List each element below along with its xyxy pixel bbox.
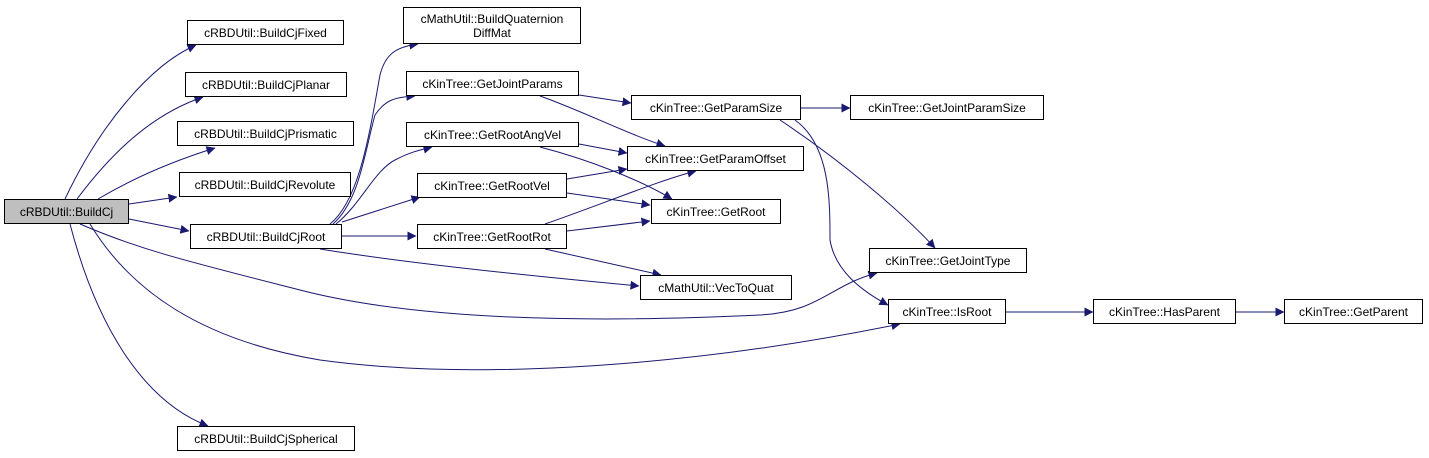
node-get-joint-params[interactable]: cKinTree::GetJointParams: [406, 71, 579, 96]
edge-get-root-vel-to-get-param-offset: [566, 165, 628, 180]
edge-build-cj-to-get-joint-type: [79, 223, 878, 320]
edge-get-root-vel-to-get-root: [566, 192, 651, 209]
node-build-cj-planar[interactable]: cRBDUtil::BuildCjPlanar: [185, 72, 347, 97]
node-get-joint-type[interactable]: cKinTree::GetJointType: [869, 248, 1027, 273]
node-get-joint-param-size[interactable]: cKinTree::GetJointParamSize: [850, 95, 1044, 120]
node-get-root-ang-vel[interactable]: cKinTree::GetRootAngVel: [406, 122, 579, 147]
node-is-root[interactable]: cKinTree::IsRoot: [888, 299, 1006, 324]
edge-get-root-ang-vel-to-get-param-offset: [578, 143, 628, 156]
node-get-root[interactable]: cKinTree::GetRoot: [651, 199, 781, 224]
node-build-cj: cRBDUtil::BuildCj: [4, 199, 129, 224]
node-get-param-offset[interactable]: cKinTree::GetParamOffset: [627, 146, 804, 171]
edge-build-cj-root-to-build-quaternion-diff-mat: [329, 40, 419, 225]
edge-build-cj-root-to-get-root-vel: [341, 195, 421, 223]
edge-get-root-rot-to-get-root: [566, 217, 651, 232]
edge-build-cj-to-build-cj-planar: [76, 95, 204, 200]
edge-build-cj-root-to-get-joint-params: [332, 91, 416, 225]
edge-get-root-rot-to-get-param-offset: [544, 168, 697, 225]
edge-build-cj-to-build-cj-root: [128, 218, 190, 234]
node-build-cj-revolute[interactable]: cRBDUtil::BuildCjRevolute: [179, 172, 351, 197]
edge-build-cj-to-build-cj-prismatic: [97, 146, 216, 200]
node-get-root-vel[interactable]: cKinTree::GetRootVel: [417, 173, 567, 198]
node-build-quaternion-diff-mat[interactable]: cMathUtil::BuildQuaternion DiffMat: [403, 7, 581, 44]
edge-build-cj-to-build-cj-spherical: [69, 223, 209, 428]
node-build-cj-prismatic[interactable]: cRBDUtil::BuildCjPrismatic: [177, 121, 354, 146]
edge-get-root-ang-vel-to-get-root: [539, 146, 673, 200]
edge-get-param-size-to-get-joint-type: [779, 119, 936, 249]
node-build-cj-spherical[interactable]: cRBDUtil::BuildCjSpherical: [177, 426, 355, 451]
edge-get-joint-params-to-get-param-offset: [539, 95, 666, 148]
edge-build-cj-root-to-vec-to-quat: [319, 248, 640, 290]
edge-get-joint-params-to-get-param-size: [578, 94, 632, 107]
node-get-root-rot[interactable]: cKinTree::GetRootRot: [417, 224, 567, 249]
node-build-cj-fixed[interactable]: cRBDUtil::BuildCjFixed: [187, 20, 344, 45]
node-build-cj-root[interactable]: cRBDUtil::BuildCjRoot: [190, 224, 342, 249]
node-get-parent[interactable]: cKinTree::GetParent: [1284, 299, 1423, 324]
edge-get-root-rot-to-vec-to-quat: [544, 248, 662, 278]
edge-get-param-size-to-is-root: [794, 119, 889, 306]
node-vec-to-quat[interactable]: cMathUtil::VecToQuat: [640, 275, 792, 300]
node-get-param-size[interactable]: cKinTree::GetParamSize: [631, 95, 801, 120]
edge-build-cj-to-is-root: [89, 223, 901, 371]
node-has-parent[interactable]: cKinTree::HasParent: [1093, 299, 1236, 324]
edge-build-cj-to-build-cj-revolute: [128, 193, 178, 205]
edge-build-cj-to-build-cj-fixed: [64, 44, 197, 200]
edge-build-cj-root-to-get-root-ang-vel: [335, 144, 433, 225]
